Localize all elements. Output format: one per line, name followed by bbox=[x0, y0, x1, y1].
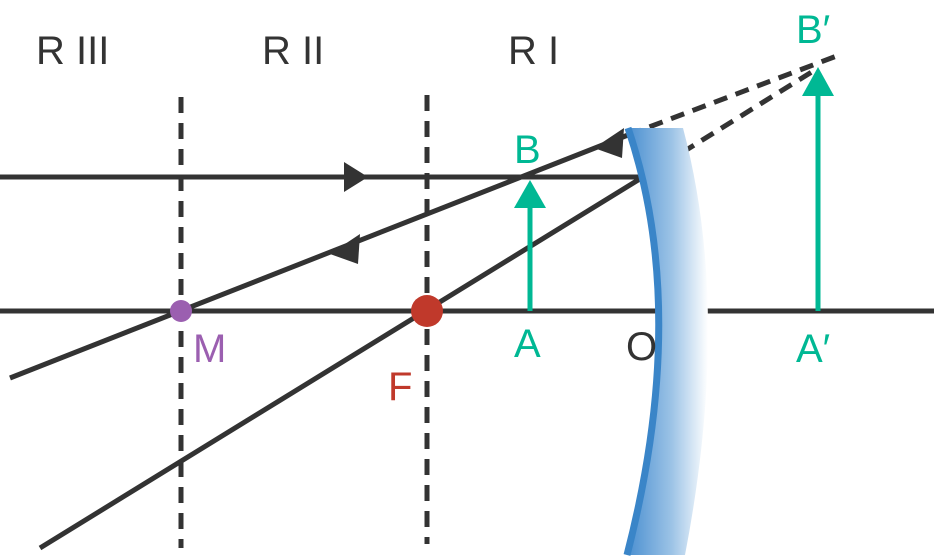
label-b-prime: B′ bbox=[796, 8, 830, 52]
label-a: A bbox=[514, 322, 541, 366]
arrow-up-icon bbox=[802, 67, 834, 96]
ray-through-centre bbox=[9, 132, 629, 381]
region-label-r3: R III bbox=[36, 29, 109, 73]
arrow-left-icon bbox=[594, 128, 624, 158]
region-label-r2: R II bbox=[262, 29, 324, 73]
focus-point bbox=[411, 295, 443, 327]
label-m: M bbox=[193, 327, 226, 371]
arrow-left-icon bbox=[330, 234, 360, 264]
label-o: O bbox=[626, 325, 657, 369]
mirror-reflecting-surface bbox=[623, 126, 663, 556]
label-f: F bbox=[388, 365, 412, 409]
arrow-up-icon bbox=[514, 180, 546, 208]
convex-mirror bbox=[627, 128, 709, 555]
reflected-ray-from-focus bbox=[38, 174, 645, 551]
label-b: B bbox=[514, 128, 541, 172]
label-a-prime: A′ bbox=[796, 327, 830, 371]
virtual-extension-centre-ray bbox=[627, 51, 843, 138]
centre-of-curvature-point bbox=[170, 300, 192, 322]
region-label-r1: R I bbox=[508, 29, 559, 73]
arrow-right-icon bbox=[344, 162, 368, 192]
